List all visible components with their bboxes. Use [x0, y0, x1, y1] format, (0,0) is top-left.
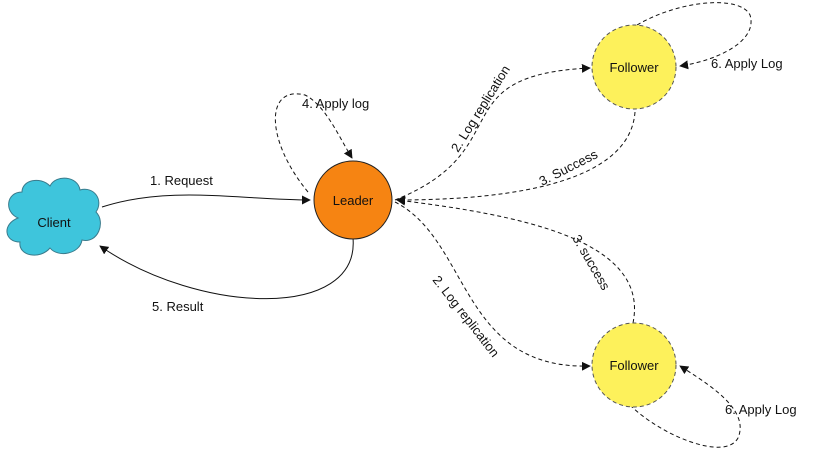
success-bottom-label: 3. success [569, 232, 613, 293]
leader-circle [313, 160, 393, 240]
client-node: Client [6, 177, 101, 256]
follower-top-apply-label: 6. Apply Log [711, 56, 783, 71]
success-bottom-edge [396, 196, 635, 324]
result-edge [99, 237, 354, 300]
follower-bottom-label: Follower [609, 358, 659, 373]
result-label: 5. Result [152, 299, 204, 314]
request-edge [101, 194, 311, 208]
follower-top-circle [591, 24, 677, 110]
request-label: 1. Request [150, 173, 213, 188]
replicate-bottom-edge [394, 201, 591, 371]
replicate-bottom-label: 2. Log replication [430, 273, 503, 360]
replicate-top-edge [394, 63, 591, 201]
leader-node: Leader [313, 160, 393, 240]
follower-top-apply-edge [636, 2, 752, 70]
follower-bottom-circle [591, 322, 677, 408]
success-top-label: 3. Success [537, 146, 601, 188]
follower-top-node: Follower [591, 24, 677, 110]
follower-bottom-node: Follower [591, 322, 677, 408]
leader-apply-edge [274, 93, 353, 193]
leader-label: Leader [333, 193, 374, 208]
leader-apply-label: 4. Apply log [302, 96, 369, 111]
follower-top-label: Follower [609, 60, 659, 75]
follower-bottom-apply-edge [629, 365, 741, 448]
success-top-edge [396, 111, 636, 205]
client-label: Client [37, 215, 71, 230]
cloud-icon [6, 177, 101, 256]
follower-bottom-apply-label: 6. Apply Log [725, 402, 797, 417]
replicate-top-label: 2. Log replication [448, 63, 513, 155]
